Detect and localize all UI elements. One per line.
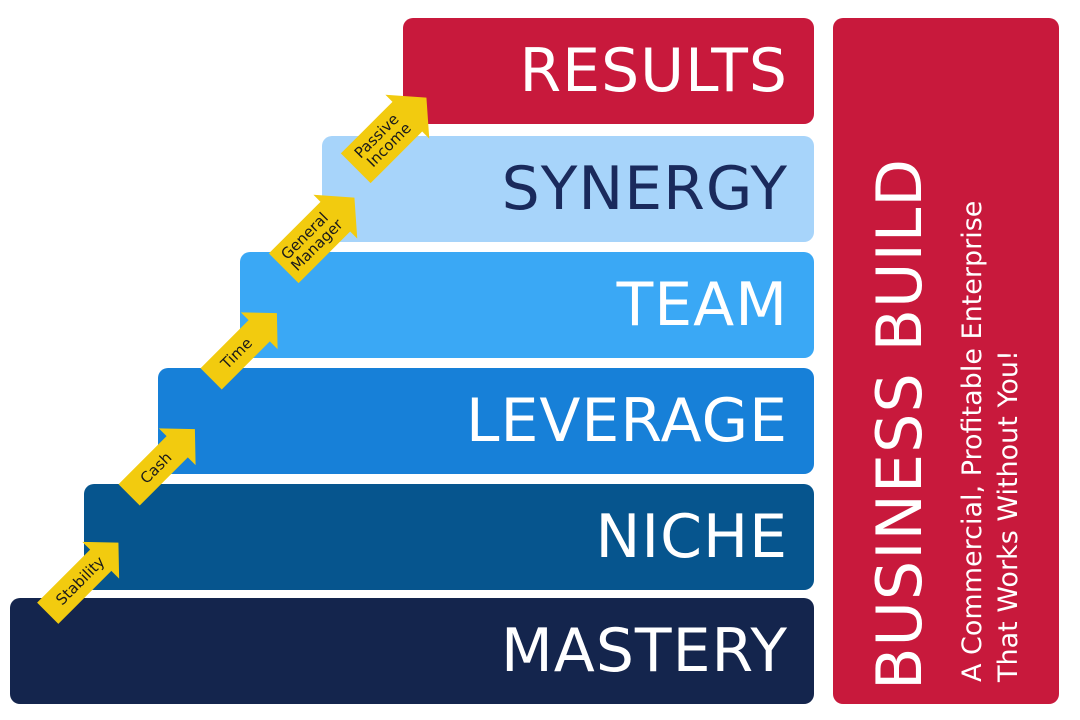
step-results-label: RESULTS [519,36,788,106]
step-niche: NICHE [84,484,814,590]
step-leverage: LEVERAGE [158,368,814,474]
step-mastery-label: MASTERY [501,616,788,686]
business-build-subtitle-line-1: A Commercial, Profitable Enterprise [957,200,988,682]
business-build-panel: BUSINESS BUILD A Commercial, Profitable … [833,18,1059,704]
business-build-title: BUSINESS BUILD [863,157,936,690]
step-synergy-label: SYNERGY [501,154,788,224]
step-mastery: MASTERY [10,598,814,704]
step-synergy: SYNERGY [322,136,814,242]
step-team-label: TEAM [616,270,788,340]
step-leverage-label: LEVERAGE [466,386,788,456]
step-results: RESULTS [403,18,814,124]
step-team: TEAM [240,252,814,358]
step-niche-label: NICHE [595,502,788,572]
business-build-subtitle-line-2: That Works Without You! [993,350,1024,682]
